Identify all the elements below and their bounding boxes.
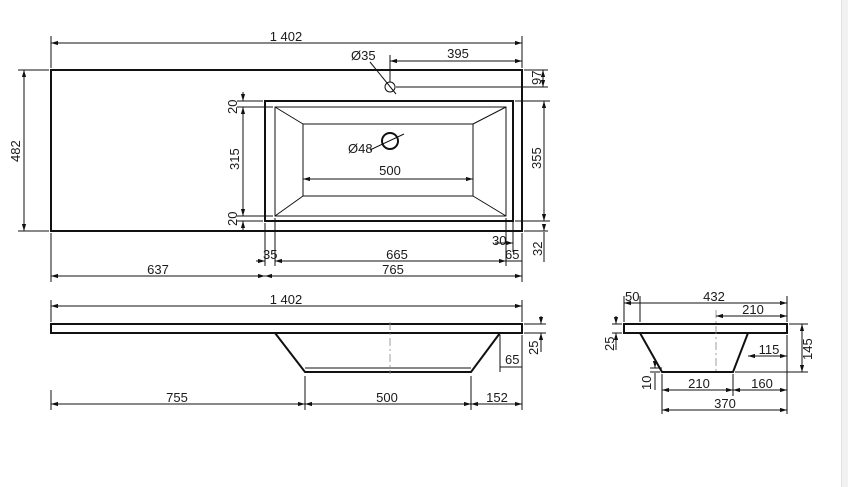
dim-front-right-step: 65 xyxy=(505,352,519,367)
dim-front-overall-width: 1 402 xyxy=(270,292,303,307)
dim-bowl-width: 665 xyxy=(386,247,408,262)
front-bowl-profile xyxy=(274,332,501,373)
plan-view: 1 402 395 Ø35 97 482 20 315 20 Ø48 500 xyxy=(8,29,550,282)
dim-front-left-distance: 755 xyxy=(166,390,188,405)
dim-bowl-inner-width: 500 xyxy=(379,163,401,178)
dim-side-step: 115 xyxy=(759,342,780,357)
dim-right-offset: 65 xyxy=(505,247,519,262)
dim-side-overall-depth: 432 xyxy=(703,289,725,304)
dim-side-top-half: 210 xyxy=(742,302,764,317)
side-slab xyxy=(623,323,788,334)
drain-hole xyxy=(381,132,399,150)
dim-bowl-outer-length: 355 xyxy=(529,147,544,169)
dim-tap-offset: 395 xyxy=(447,46,469,61)
side-view: 50 432 210 25 145 115 10 210 160 370 xyxy=(602,289,815,414)
front-slab xyxy=(50,323,523,334)
label-tap-diameter: Ø35 xyxy=(351,48,376,63)
dim-bowl-inner-length: 315 xyxy=(227,148,242,170)
bowl-inner-rim xyxy=(274,106,507,217)
dim-bowl-border-top: 20 xyxy=(225,100,240,114)
side-bowl-profile xyxy=(639,332,749,373)
dim-depth: 482 xyxy=(8,140,23,162)
dim-side-base-thickness: 10 xyxy=(639,376,654,390)
dim-bowl-border-bottom: 20 xyxy=(225,212,240,226)
dim-front-bowl-bottom: 500 xyxy=(376,390,398,405)
dim-side-left-lip: 50 xyxy=(625,289,639,304)
dim-left-shelf: 637 xyxy=(147,262,169,277)
dim-side-bottom-left: 210 xyxy=(688,376,710,391)
dim-front-edge: 32 xyxy=(530,242,545,256)
label-drain-diameter: Ø48 xyxy=(348,141,373,156)
dim-front-right-distance: 152 xyxy=(486,390,508,405)
dim-tap-edge: 97 xyxy=(529,71,544,85)
front-view: 1 402 25 65 755 500 152 xyxy=(50,292,546,410)
bowl-outer-rim xyxy=(264,100,514,222)
dim-side-slab-thickness: 25 xyxy=(602,337,617,351)
dim-front-offset: 30 xyxy=(492,233,506,248)
dim-side-height: 145 xyxy=(800,338,815,360)
dim-overall-width: 1 402 xyxy=(270,29,303,44)
window-edge xyxy=(841,0,848,487)
bowl-basin-floor xyxy=(302,123,474,197)
dim-front-slab-thickness: 25 xyxy=(526,341,541,355)
dim-side-bottom-total: 370 xyxy=(714,396,736,411)
countertop-outline xyxy=(50,69,523,232)
dim-left-offset: 35 xyxy=(263,247,277,262)
dim-bowl-total: 765 xyxy=(382,262,404,277)
dim-side-bottom-right: 160 xyxy=(751,376,773,391)
